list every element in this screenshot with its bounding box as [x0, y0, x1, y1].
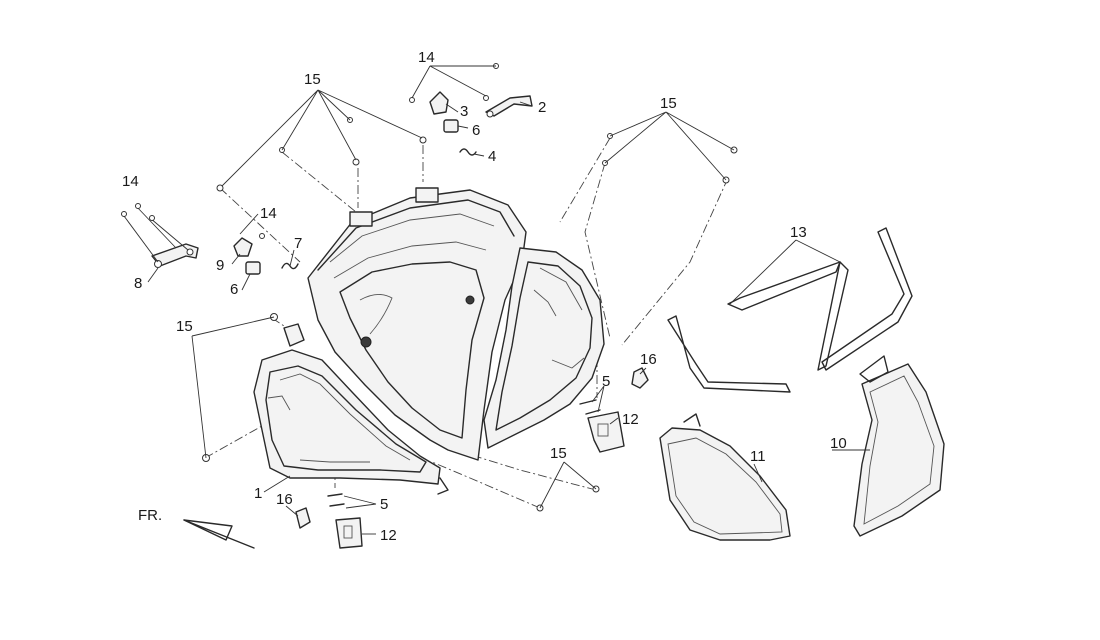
callout-6-top: 6	[472, 122, 480, 139]
callout-5-left: 5	[380, 496, 388, 513]
callout-2: 2	[538, 99, 546, 116]
callout-14-left: 14	[122, 173, 139, 190]
callout-labels: 15 14 3 2 6 4 15 14 14 7 9 8 6 13 15 16 …	[122, 49, 847, 544]
callout-11: 11	[750, 448, 766, 465]
callout-16-left: 16	[276, 491, 293, 508]
seal-strip-13	[667, 227, 913, 393]
top-clip-parts	[409, 91, 477, 156]
bolt-15-left	[202, 313, 305, 462]
top-bracket-2	[483, 63, 533, 118]
callout-6-left: 6	[230, 281, 238, 298]
callout-15-right: 15	[660, 95, 677, 112]
lens-11	[659, 413, 791, 541]
lens-10	[853, 355, 945, 537]
direction-label: FR.	[138, 507, 162, 524]
callout-12-right: 12	[622, 411, 639, 428]
front-shield-body	[253, 187, 605, 495]
top-bolts-15	[216, 117, 427, 192]
callout-15-bottom: 15	[550, 445, 567, 462]
callout-4: 4	[488, 148, 496, 165]
callout-10: 10	[830, 435, 847, 452]
left-clip-parts	[233, 233, 299, 275]
callout-7: 7	[294, 235, 302, 252]
callout-5-right: 5	[602, 373, 610, 390]
callout-1: 1	[254, 485, 262, 502]
callout-9: 9	[216, 257, 224, 274]
lower-bolts-15	[536, 485, 600, 512]
callout-16-right: 16	[640, 351, 657, 368]
callout-14-top: 14	[418, 49, 435, 66]
callout-15-top: 15	[304, 71, 321, 88]
callout-8: 8	[134, 275, 142, 292]
callout-3: 3	[460, 103, 468, 120]
callout-14-mid: 14	[260, 205, 277, 222]
right-bolts-15	[602, 133, 738, 184]
left-lower-clip	[295, 493, 363, 549]
callout-leaders	[147, 65, 870, 535]
callout-15-left: 15	[176, 318, 193, 335]
left-bracket-8	[121, 203, 199, 268]
callout-13: 13	[790, 224, 807, 241]
front-direction-indicator: FR.	[138, 507, 255, 549]
callout-12-left: 12	[380, 527, 397, 544]
assembly-lines	[204, 137, 729, 509]
right-lower-clip	[579, 367, 649, 453]
